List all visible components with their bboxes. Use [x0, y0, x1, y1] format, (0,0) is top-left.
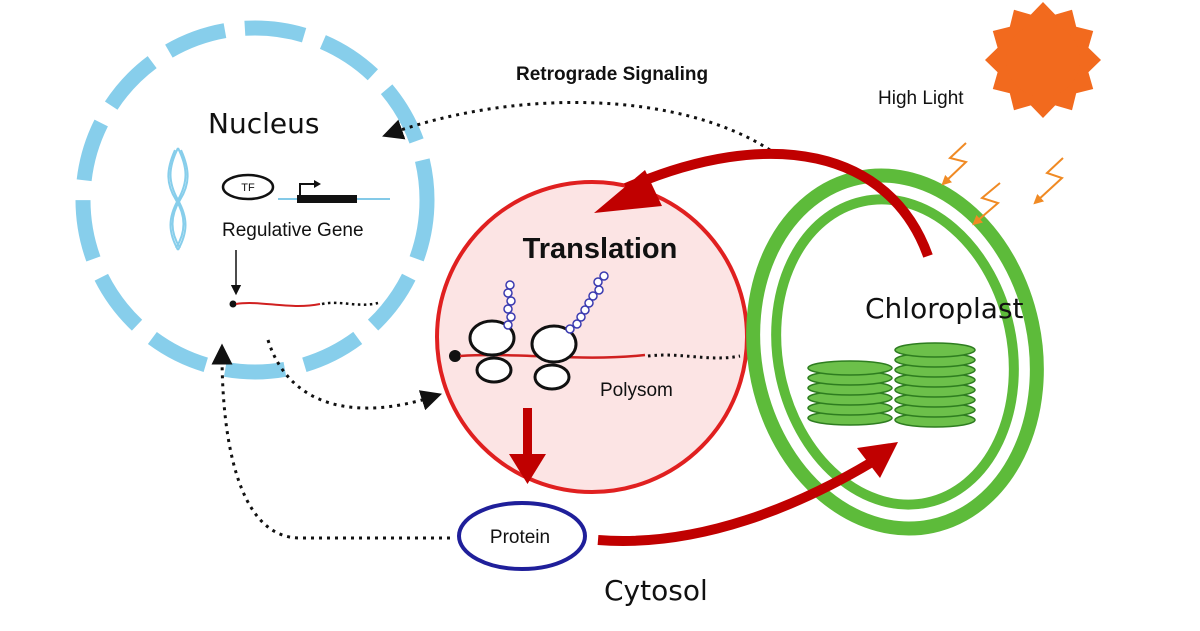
- translation-label: Translation: [523, 233, 678, 265]
- mrna-cap: [229, 300, 237, 308]
- nucleus-membrane: [75, 20, 435, 380]
- dna-helix-icon: [167, 147, 189, 251]
- ribosome-1: [468, 319, 516, 384]
- sun-icon: [985, 2, 1101, 118]
- tf-label: TF: [241, 182, 255, 194]
- thylakoid-stack-right: [894, 342, 976, 428]
- protein-to-nucleus-arrow: [211, 343, 450, 540]
- light-ray-1: [941, 142, 969, 186]
- gene-coding-box: [297, 195, 357, 203]
- translation-compartment: Translation Polysom: [435, 180, 749, 494]
- mrna-export-arrow: [266, 339, 443, 411]
- light-ray-2: [972, 182, 1001, 226]
- translation-to-protein-arrow: [509, 408, 546, 484]
- retrograde-signal-arrow: [382, 101, 771, 152]
- protein-ellipse: [457, 501, 587, 571]
- polysome-mrna-tail: [647, 353, 741, 360]
- polysom-label: Polysom: [600, 380, 673, 401]
- cytosol-label: Cytosol: [604, 574, 708, 607]
- peptide-chain-1: [503, 280, 516, 330]
- nucleus: Nucleus TF Regulative Gene: [75, 20, 435, 380]
- chloroplast-label: Chloroplast: [865, 292, 1024, 325]
- thylakoid-stack-left: [807, 360, 893, 426]
- mrna-strand: [235, 302, 321, 307]
- mrna-tail: [321, 301, 379, 306]
- ribosome-2: [530, 324, 578, 391]
- protein: Protein: [457, 501, 587, 571]
- light-ray-3: [1033, 157, 1064, 205]
- polysome-mrna-cap: [449, 350, 461, 362]
- chloroplast-inner-membrane: [771, 194, 1019, 510]
- protein-to-chloroplast-arrow: [597, 442, 898, 546]
- retrograde-signaling-label: Retrograde Signaling: [516, 64, 708, 85]
- chloroplast-to-translation-arrow: [594, 148, 933, 258]
- promoter-arrow-icon: [299, 180, 321, 195]
- chloroplast: Chloroplast: [746, 168, 1044, 536]
- regulative-gene-label: Regulative Gene: [222, 220, 364, 241]
- high-light-label: High Light: [878, 88, 964, 109]
- nucleus-label: Nucleus: [208, 107, 319, 140]
- peptide-chain-2: [565, 271, 609, 334]
- protein-label: Protein: [490, 527, 550, 548]
- light-rays: [941, 142, 1064, 226]
- tf-ellipse: [221, 173, 275, 201]
